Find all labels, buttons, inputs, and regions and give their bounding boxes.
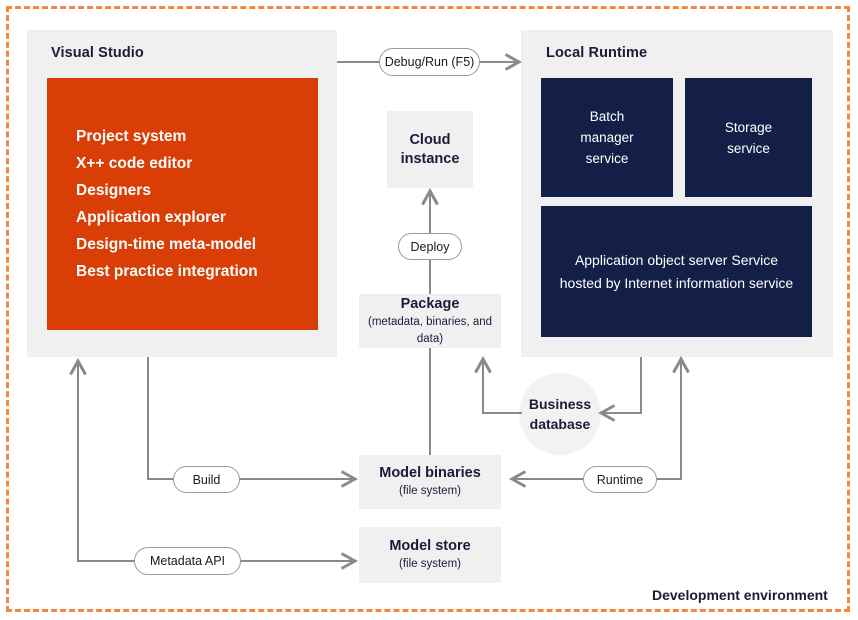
service-storage: Storage service: [685, 78, 812, 197]
model-binaries-subtitle: (file system): [399, 485, 461, 497]
aos-line-1: Application object server Service: [574, 251, 779, 268]
connector-label-debug-run-text: Debug/Run (F5): [384, 55, 475, 69]
connector-label-debug-run[interactable]: Debug/Run (F5): [379, 48, 480, 76]
connector-label-metadata-api-text: Metadata API: [149, 554, 226, 568]
aos-line-2: hosted by Internet information service: [559, 274, 794, 291]
panel-visual-studio-title: Visual Studio: [51, 45, 144, 61]
connector-label-runtime-text: Runtime: [596, 472, 644, 487]
service-storage-label: Storage service: [725, 117, 772, 159]
service-batch-manager-label: Batch manager service: [580, 106, 633, 169]
model-binaries-label: Model binaries (file system): [379, 464, 481, 500]
node-package: Package (metadata, binaries, and data): [359, 294, 501, 348]
connector-label-metadata-api[interactable]: Metadata API: [134, 547, 241, 575]
panel-local-runtime-title: Local Runtime: [546, 45, 648, 61]
model-store-label: Model store (file system): [389, 537, 470, 573]
feature-design-time-meta-model: Design-time meta-model: [76, 236, 257, 253]
storage-line-2: service: [727, 140, 770, 156]
model-store-subtitle: (file system): [399, 558, 461, 570]
feature-best-practice-integration: Best practice integration: [76, 263, 258, 280]
business-database-label: Business database: [529, 394, 591, 434]
batch-manager-line-1: Batch: [589, 109, 625, 124]
business-database-line-2: database: [529, 416, 591, 432]
connector-label-deploy-text: Deploy: [410, 239, 450, 254]
package-label: Package (metadata, binaries, and data): [359, 295, 501, 348]
feature-designers: Designers: [76, 182, 151, 199]
node-model-store: Model store (file system): [359, 527, 501, 583]
cloud-instance-line-2: instance: [400, 150, 460, 167]
feature-project-system: Project system: [76, 128, 187, 145]
batch-manager-line-2: manager: [580, 130, 634, 145]
package-title: Package: [400, 295, 460, 312]
model-store-title: Model store: [389, 538, 471, 554]
package-subtitle: (metadata, binaries, and data): [367, 315, 493, 345]
connector-label-build-text: Build: [192, 472, 221, 487]
development-environment-caption: Development environment: [652, 587, 828, 603]
connector-label-runtime[interactable]: Runtime: [583, 466, 657, 493]
connector-label-build[interactable]: Build: [173, 466, 240, 493]
node-model-binaries: Model binaries (file system): [359, 455, 501, 509]
connector-label-deploy[interactable]: Deploy: [398, 233, 462, 260]
visual-studio-feature-block: Project system X++ code editor Designers…: [47, 78, 318, 330]
storage-line-1: Storage: [724, 119, 773, 135]
batch-manager-line-3: service: [585, 151, 629, 166]
feature-xpp-code-editor: X++ code editor: [76, 155, 193, 172]
feature-application-explorer: Application explorer: [76, 209, 226, 226]
node-cloud-instance: Cloud instance: [387, 111, 473, 188]
cloud-instance-line-1: Cloud: [409, 131, 451, 148]
node-business-database: Business database: [519, 373, 601, 455]
service-aos-label: Application object server Service hosted…: [560, 249, 793, 295]
cloud-instance-label: Cloud instance: [401, 131, 460, 169]
service-application-object-server: Application object server Service hosted…: [541, 206, 812, 337]
development-environment-boundary: [6, 6, 850, 612]
service-batch-manager: Batch manager service: [541, 78, 673, 197]
business-database-line-1: Business: [528, 396, 592, 412]
model-binaries-title: Model binaries: [379, 465, 481, 481]
visual-studio-feature-list: Project system X++ code editor Designers…: [47, 123, 318, 285]
